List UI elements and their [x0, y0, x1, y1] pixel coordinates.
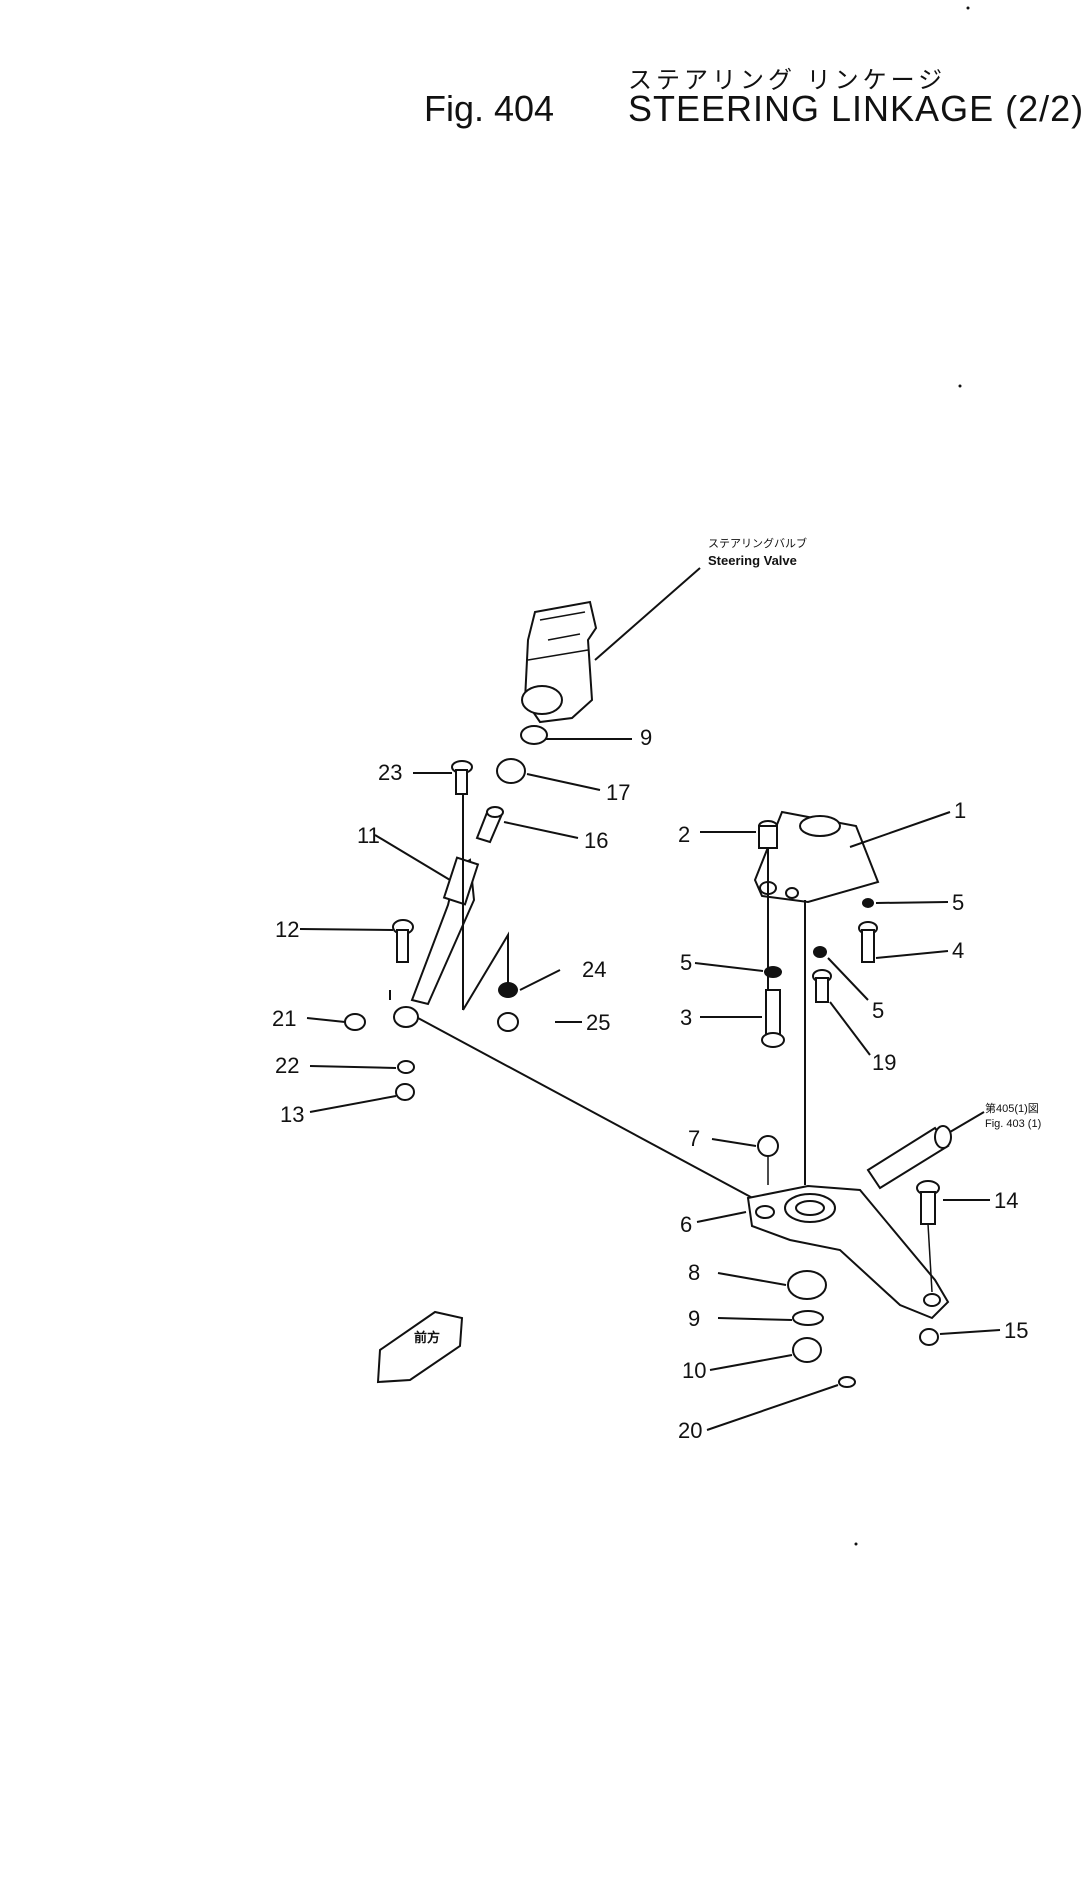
- callout-17: 17: [606, 780, 630, 805]
- leader-15: [939, 1329, 1001, 1335]
- leader-11: [374, 834, 451, 881]
- part-22-washer: [397, 1060, 415, 1074]
- assembly-line-14: [927, 1223, 933, 1293]
- callout-7: 7: [688, 1126, 700, 1151]
- callout-5-a: 5: [952, 890, 964, 915]
- part-23-bolt: [451, 760, 473, 795]
- part-21-nut: [344, 1013, 366, 1031]
- callout-15: 15: [1004, 1318, 1028, 1343]
- callout-20: 20: [678, 1418, 702, 1443]
- callout-14: 14: [994, 1188, 1018, 1213]
- callout-24: 24: [582, 957, 606, 982]
- part-25-cap: [497, 1012, 519, 1032]
- leader-13: [309, 1095, 397, 1113]
- part-5-washer-b: [764, 966, 782, 978]
- callout-16: 16: [584, 828, 608, 853]
- leader-7: [711, 1138, 757, 1147]
- steering-valve-jp-label: ステアリングバルブ: [708, 536, 807, 550]
- part-13-nut: [395, 1083, 415, 1101]
- leader-steering-valve: [594, 567, 701, 661]
- leader-19: [829, 1001, 871, 1056]
- leader-21: [306, 1017, 346, 1023]
- part-6-lever: [746, 1184, 950, 1320]
- title-japanese: ステアリング リンケージ: [628, 67, 947, 94]
- front-direction-tag: 前方: [376, 1310, 464, 1384]
- assembly-line-24: [462, 931, 509, 1011]
- leader-9: [717, 1317, 793, 1321]
- part-7-nut: [757, 1135, 779, 1157]
- ref-jp-label: 第405(1)図: [985, 1101, 1039, 1115]
- callout-19: 19: [872, 1050, 896, 1075]
- callout-8-bottom: 8: [688, 1260, 700, 1285]
- leader-24: [519, 969, 561, 991]
- part-9-washer: [792, 1310, 824, 1326]
- callout-11: 11: [357, 823, 380, 848]
- tag-label: 前方: [414, 1330, 440, 1345]
- link-line: [417, 1017, 761, 1203]
- leader-8-bottom: [717, 1272, 787, 1286]
- part-16-pin: [475, 806, 504, 844]
- leader-22: [309, 1065, 397, 1069]
- callout-3: 3: [680, 1005, 692, 1030]
- part-10-nut: [792, 1337, 822, 1363]
- callout-22: 22: [275, 1053, 299, 1078]
- callout-6: 6: [680, 1212, 692, 1237]
- part-4-bolt: [858, 921, 878, 963]
- callout-5-b: 5: [680, 950, 692, 975]
- steering-valve: [520, 600, 598, 745]
- speck: [966, 6, 970, 10]
- callout-2: 2: [678, 822, 690, 847]
- cylinder-rod-reference: [866, 1125, 952, 1190]
- leader-5-b: [694, 962, 764, 972]
- leader-ref: [949, 1111, 985, 1133]
- callout-9: 9: [688, 1306, 700, 1331]
- steering-valve-en-label: Steering Valve: [708, 553, 797, 568]
- part-19-bolt: [812, 969, 832, 1003]
- speck: [958, 384, 962, 388]
- leader-5-c: [827, 957, 869, 1001]
- part-2-pin: [758, 820, 778, 849]
- leader-12: [299, 928, 394, 931]
- part-15-nut: [919, 1328, 939, 1346]
- leader-17: [526, 773, 601, 791]
- leader-10: [709, 1354, 793, 1371]
- part-12-pin: [392, 919, 414, 963]
- callout-25: 25: [586, 1010, 610, 1035]
- part-24-grease-fitting: [498, 982, 518, 998]
- leader-1: [849, 811, 951, 848]
- figure-number: Fig. 404: [424, 88, 555, 129]
- part-3-bolt: [761, 989, 785, 1048]
- part-1-bracket: [753, 810, 880, 904]
- part-8-bushing: [787, 1270, 827, 1300]
- rod-end-joint: [393, 1006, 419, 1028]
- callout-13: 13: [280, 1102, 304, 1127]
- callout-8-top: 9: [640, 725, 652, 750]
- part-11-rod: [410, 856, 480, 1006]
- leader-6: [696, 1211, 747, 1223]
- callout-1: 1: [954, 798, 966, 823]
- ref-en-label: Fig. 403 (1): [985, 1118, 1041, 1130]
- speck: [854, 1542, 858, 1546]
- part-14-bolt: [916, 1180, 940, 1225]
- leader-5-a: [875, 901, 949, 904]
- callout-4: 4: [952, 938, 964, 963]
- callout-10: 10: [682, 1358, 706, 1383]
- callout-21: 21: [272, 1006, 296, 1031]
- callout-5-c: 5: [872, 998, 884, 1023]
- part-5-washer-c: [813, 946, 827, 958]
- part-20-fitting: [838, 1376, 856, 1388]
- callout-12: 12: [275, 917, 299, 942]
- callout-23: 23: [378, 760, 402, 785]
- leader-20: [706, 1384, 839, 1431]
- leader-4: [875, 950, 949, 959]
- leader-16: [503, 821, 579, 839]
- part-17-nut: [496, 758, 526, 784]
- title-english: STEERING LINKAGE (2/2): [628, 88, 1085, 129]
- part-5-washer-a: [862, 898, 874, 908]
